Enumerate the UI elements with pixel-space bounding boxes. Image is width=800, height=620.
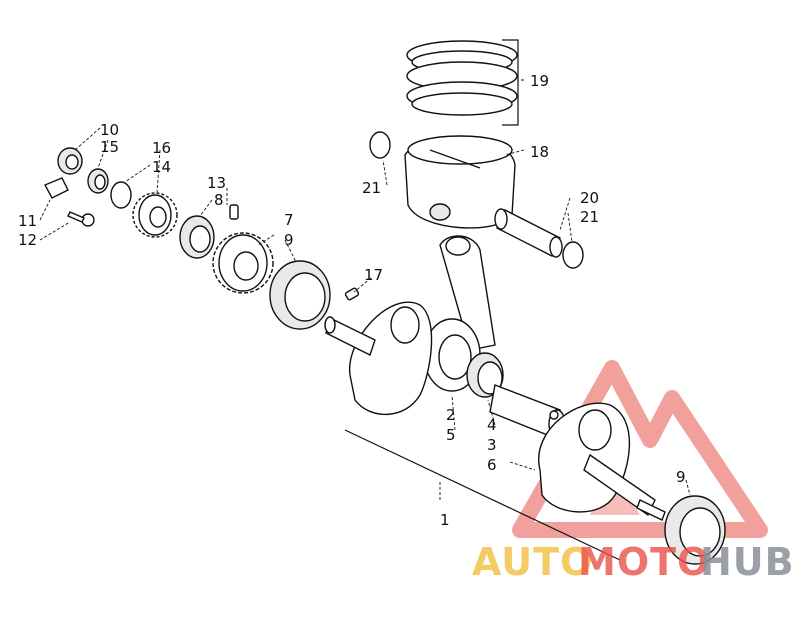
callout-2: 2 (446, 406, 456, 424)
callout-9-right: 9 (676, 468, 686, 486)
callout-11: 11 (18, 212, 37, 230)
callout-1: 1 (440, 511, 450, 529)
callout-21-right: 21 (580, 208, 599, 226)
washer (110, 181, 132, 209)
callout-17: 17 (364, 266, 383, 284)
retainer-plate (44, 177, 69, 199)
callout-6: 6 (487, 456, 497, 474)
main-bearing-right (664, 495, 726, 565)
leader-lines (39, 79, 691, 500)
callout-18: 18 (530, 143, 549, 161)
callout-15: 15 (100, 138, 119, 156)
screw (67, 211, 95, 227)
bushing-10 (57, 147, 83, 175)
callout-8: 8 (214, 191, 224, 209)
callout-16: 16 (152, 139, 171, 157)
crank-half-right (538, 402, 666, 521)
circlip-left (369, 131, 391, 159)
callout-10: 10 (100, 121, 119, 139)
watermark-hub: HUB (700, 540, 795, 584)
callout-13: 13 (207, 174, 226, 192)
callouts: 1 2 5 4 3 6 7 9 8 13 16 14 10 15 11 12 1… (18, 72, 686, 529)
bushing (87, 168, 109, 194)
watermark-moto: MOTO (578, 540, 710, 584)
piston (404, 135, 516, 229)
watermark-text: AUTO MOTO HUB (472, 540, 795, 584)
callout-4: 4 (487, 416, 497, 434)
woodruff-key-17 (344, 287, 360, 301)
woodruff-key-8 (229, 204, 239, 220)
watermark-auto: AUTO (472, 540, 593, 584)
callout-20: 20 (580, 189, 599, 207)
bearing-13 (179, 215, 215, 259)
piston-rings (406, 39, 519, 126)
callout-5: 5 (446, 426, 456, 444)
crank-half-left (324, 301, 433, 416)
circlip-right (562, 241, 584, 269)
callout-12: 12 (18, 231, 37, 249)
large-gear (212, 232, 274, 294)
callout-14: 14 (152, 158, 171, 176)
callout-7: 7 (284, 211, 294, 229)
callout-9-left: 9 (284, 231, 294, 249)
small-gear (132, 192, 178, 238)
connecting-rod (423, 235, 496, 392)
piston-pin (494, 208, 563, 258)
callout-3: 3 (487, 436, 497, 454)
callout-19: 19 (530, 72, 549, 90)
main-bearing-left (269, 260, 331, 330)
axis-line (344, 429, 621, 561)
callout-21-left: 21 (362, 179, 381, 197)
